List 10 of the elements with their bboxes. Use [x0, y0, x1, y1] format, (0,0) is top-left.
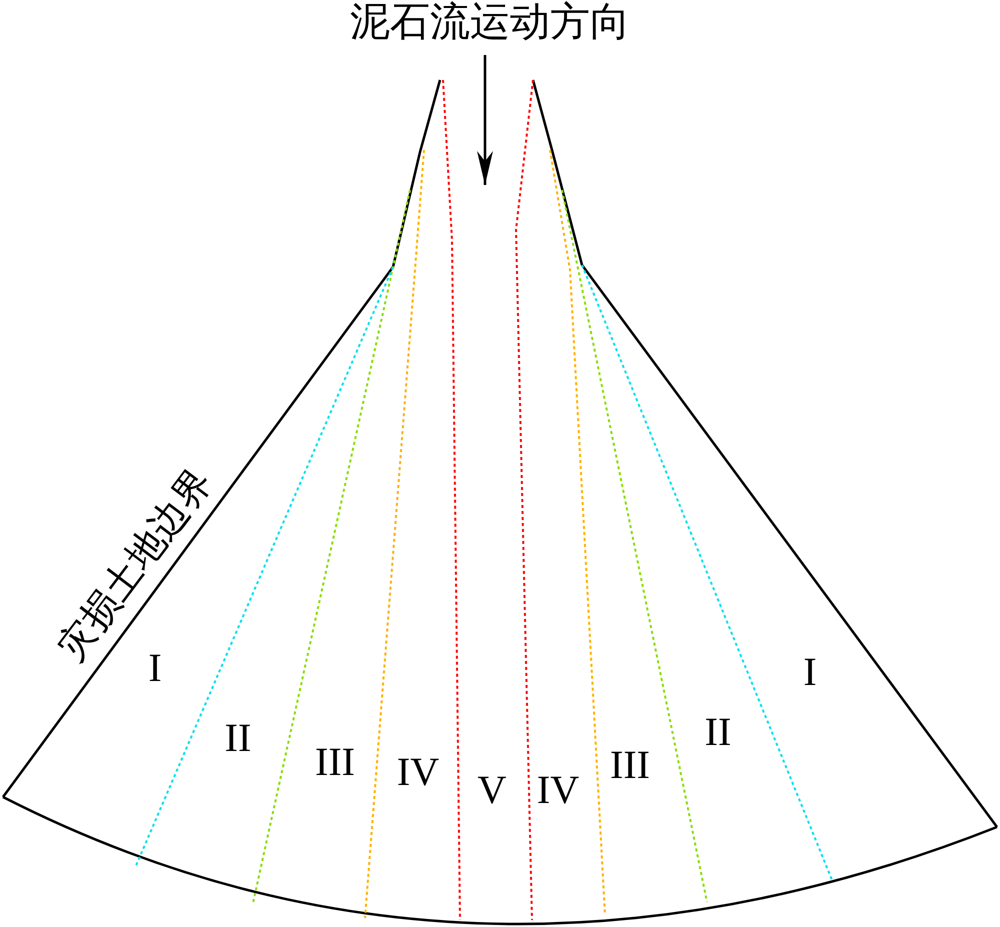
zone-label: I: [803, 652, 817, 692]
zone-label: III: [315, 742, 355, 782]
zone-label: IV: [396, 752, 440, 792]
zone-label: II: [704, 712, 732, 752]
zone-label: V: [478, 770, 506, 810]
zone-label: I: [148, 648, 162, 688]
direction-label: 泥石流运动方向: [350, 2, 630, 42]
zone-label: IV: [536, 770, 580, 810]
zone-label: III: [610, 745, 650, 785]
zone-label: II: [224, 718, 252, 758]
